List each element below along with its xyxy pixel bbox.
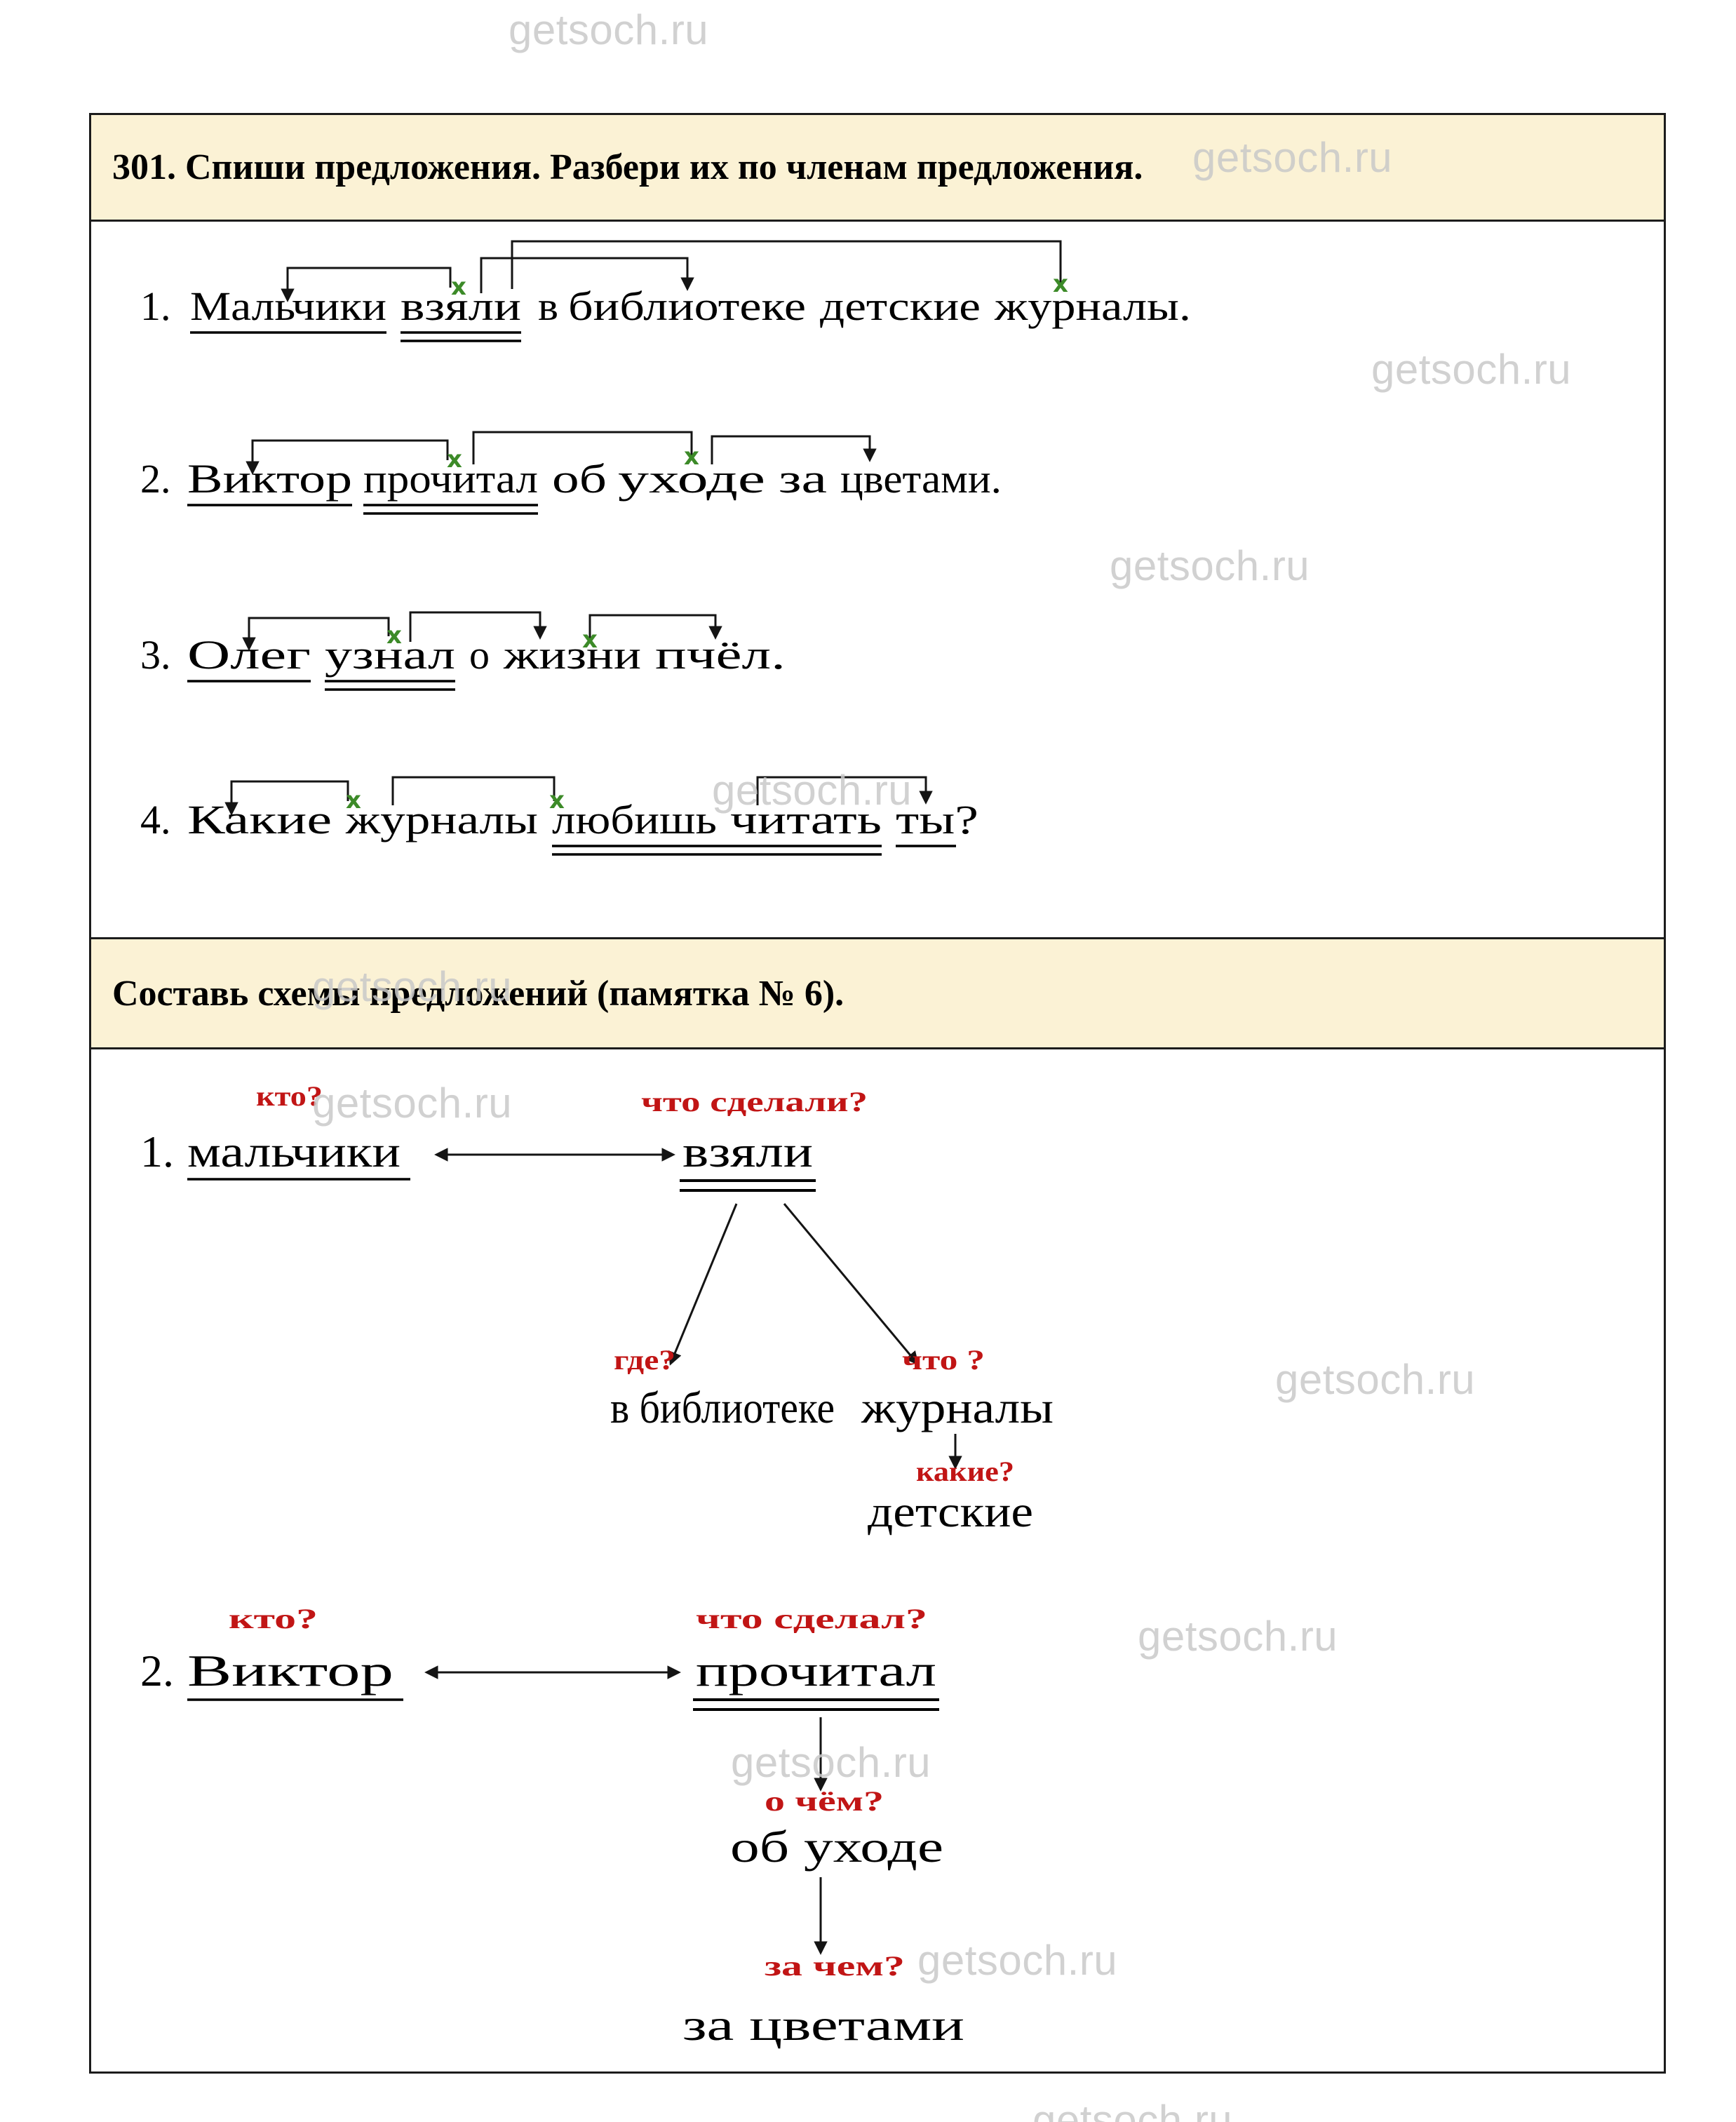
sentence-word: любишь — [552, 797, 717, 842]
sentence-word: прочитал — [363, 456, 538, 502]
sentence-word: библиотеке — [568, 283, 806, 329]
diagram-predicate: взяли — [682, 1127, 813, 1176]
watermark: getsoch.ru — [917, 1937, 1118, 1984]
question-label: что ? — [902, 1344, 985, 1376]
x-mark: x — [447, 445, 462, 474]
diagram-target: за цветами — [682, 2000, 964, 2050]
question-label: кто? — [256, 1080, 323, 1112]
task-title-2: Составь схемы предложений (памятка № 6). — [112, 973, 845, 1014]
sentence-word: узнал — [325, 632, 455, 678]
sentence-2-arcs — [187, 431, 877, 515]
sentence-word: Какие — [187, 797, 332, 842]
question-label: что сделали? — [641, 1086, 868, 1117]
sentence-word: об — [552, 456, 607, 502]
watermark: getsoch.ru — [1138, 1613, 1338, 1660]
watermark: getsoch.ru — [731, 1739, 931, 1786]
watermark: getsoch.ru — [1371, 346, 1572, 393]
sentence-word: цветами. — [840, 456, 1002, 502]
diagram-place: в библиотеке — [610, 1383, 835, 1432]
x-mark: x — [346, 786, 361, 814]
diagram-object: журналы — [861, 1383, 1054, 1432]
sentence-word: за — [779, 456, 827, 502]
sentences-markup: x x 1. Мальчики взяли в библиотеке детск… — [140, 240, 1191, 856]
sentence-word: журналы — [345, 797, 538, 842]
task-band-1: 301. Спиши предложения. Разбери их по чл… — [91, 115, 1664, 222]
sentences-section: x x 1. Мальчики взяли в библиотеке детск… — [91, 222, 1664, 939]
sentence-word: журналы. — [994, 283, 1191, 329]
sentence-number: 2. — [140, 456, 171, 502]
sentence-word: жизни — [503, 632, 641, 678]
question-label: за чем? — [765, 1950, 905, 1982]
exercise-frame: 301. Спиши предложения. Разбери их по чл… — [89, 113, 1666, 2074]
sentence-word: взяли — [401, 283, 521, 329]
diagram-1-lines — [187, 1148, 962, 1470]
sentence-word: читать — [730, 797, 882, 842]
diagram-subject: мальчики — [187, 1127, 401, 1176]
sentence-word: Виктор — [187, 456, 352, 502]
diagram-subject: Виктор — [187, 1646, 393, 1695]
watermark: getsoch.ru — [1275, 1356, 1476, 1403]
x-mark: x — [582, 626, 598, 654]
sentence-word: Мальчики — [190, 283, 386, 329]
diagrams-section: кто? что сделали? 1. мальчики взяли где?… — [91, 1049, 1664, 2071]
question-label: где? — [614, 1344, 675, 1376]
diagram-about: об уходе — [730, 1822, 943, 1872]
diagram-2-lines — [187, 1665, 939, 1955]
watermark: getsoch.ru — [1192, 134, 1393, 181]
sentence-4-arcs — [224, 776, 956, 856]
x-mark: x — [1053, 270, 1068, 298]
question-label: кто? — [229, 1603, 318, 1634]
diagram-number: 2. — [140, 1646, 174, 1695]
watermark: getsoch.ru — [1110, 542, 1310, 589]
sentence-word: Олег — [187, 632, 311, 678]
task-band-2: Составь схемы предложений (памятка № 6). — [91, 939, 1664, 1049]
sentence-word: детские — [820, 283, 981, 329]
sentence-1-arcs — [190, 240, 1062, 342]
x-mark: x — [451, 273, 466, 301]
sentence-word: ты? — [896, 797, 978, 842]
watermark: getsoch.ru — [712, 767, 913, 814]
diagrams-markup: кто? что сделали? 1. мальчики взяли где?… — [140, 1080, 1054, 2050]
sentence-number: 3. — [140, 632, 171, 678]
watermark: getsoch.ru — [312, 963, 513, 1010]
question-label: что сделал? — [696, 1603, 927, 1634]
question-label: какие? — [916, 1456, 1014, 1487]
sentence-number: 4. — [140, 797, 171, 842]
x-mark: x — [684, 443, 699, 471]
sentence-word: уходе — [618, 456, 765, 502]
sentence-word: пчёл. — [655, 632, 786, 678]
diagram-predicate: прочитал — [696, 1646, 936, 1695]
diagram-attribute: детские — [868, 1486, 1033, 1536]
question-label: о чём? — [765, 1785, 884, 1817]
sentence-number: 1. — [140, 283, 171, 329]
sentence-word: о — [469, 632, 490, 678]
watermark: getsoch.ru — [509, 6, 709, 53]
x-mark: x — [386, 622, 402, 650]
task-title-1: 301. Спиши предложения. Разбери их по чл… — [112, 147, 1143, 187]
sentence-word: в — [538, 283, 558, 329]
x-mark: x — [549, 786, 565, 814]
watermark: getsoch.ru — [312, 1080, 513, 1127]
watermark: getsoch.ru — [1032, 2097, 1233, 2122]
diagram-number: 1. — [140, 1127, 174, 1176]
sentence-3-arcs — [187, 611, 722, 691]
